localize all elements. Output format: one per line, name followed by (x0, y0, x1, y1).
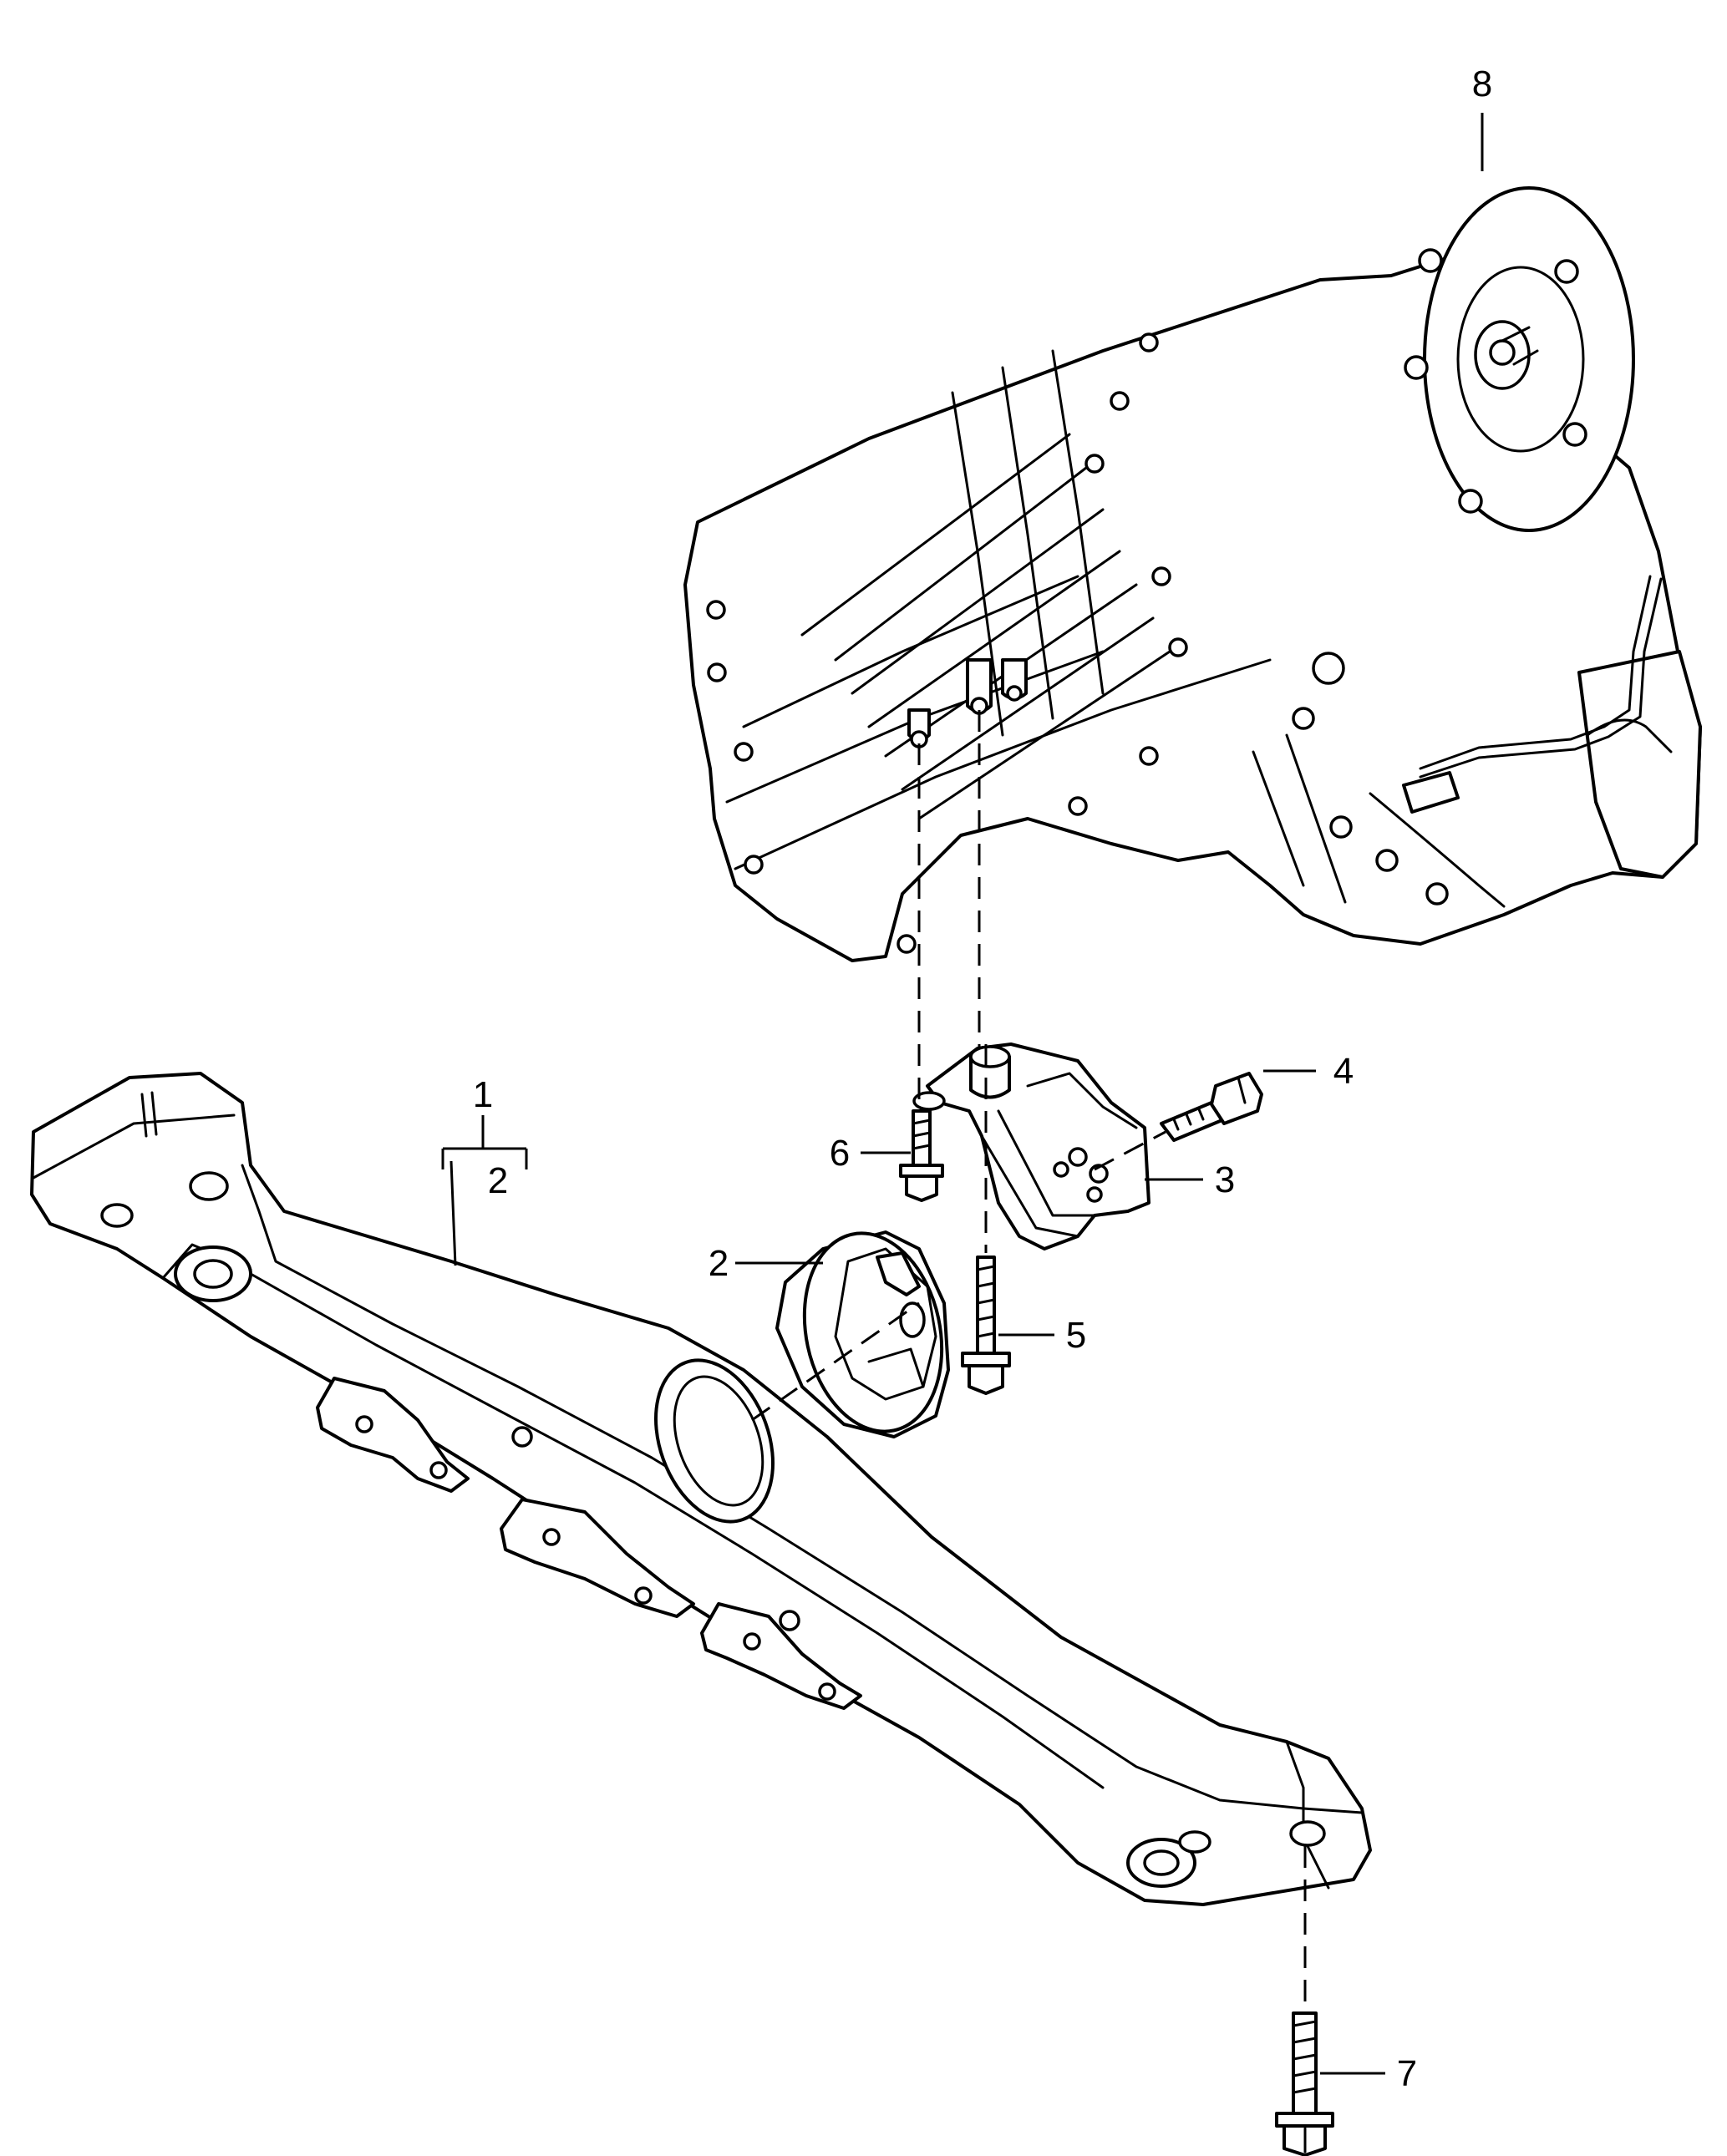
callout-1-sub: 2 (488, 1160, 508, 1201)
bolt-7[interactable] (1275, 1846, 1385, 2156)
bolt-5[interactable] (961, 1044, 1054, 1395)
callout-7: 7 (1397, 2053, 1417, 2094)
callout-6: 6 (830, 1133, 850, 1174)
callout-1: 1 (473, 1074, 493, 1115)
transmission-bracket[interactable] (912, 1042, 1203, 1250)
callout-5: 5 (1066, 1315, 1086, 1356)
callout-8: 8 (1472, 63, 1492, 104)
leader-1 (441, 1115, 528, 1266)
callout-2: 2 (709, 1243, 729, 1284)
callout-3: 3 (1215, 1159, 1235, 1200)
bolt-6[interactable] (861, 710, 981, 1202)
rubber-mount[interactable] (735, 1220, 959, 1444)
callout-4: 4 (1333, 1051, 1354, 1092)
crossmember[interactable] (30, 1072, 1372, 1906)
transmission-assembly[interactable] (683, 113, 1702, 962)
bolt-4[interactable] (1094, 1069, 1316, 1171)
